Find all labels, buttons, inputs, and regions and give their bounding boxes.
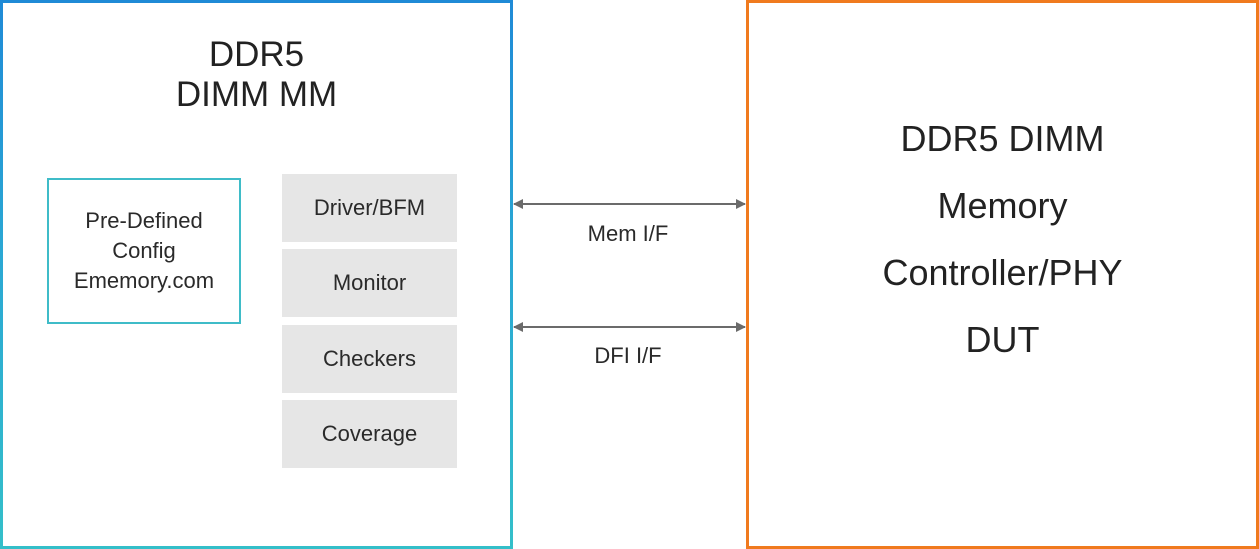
- mem-if-label: Mem I/F: [587, 221, 669, 246]
- title-line-dimm-mm: DIMM MM: [175, 75, 338, 114]
- checkers-module: Checkers: [282, 325, 457, 393]
- config-line-predefined: Pre-Defined: [85, 208, 203, 233]
- dfi-if-label: DFI I/F: [594, 343, 662, 368]
- monitor-module: Monitor: [282, 249, 457, 317]
- dut-line-ddr5-dimm: DDR5 DIMM: [900, 118, 1105, 159]
- dut-label: DDR5 DIMM Memory Controller/PHY DUT: [749, 105, 1256, 373]
- predefined-config-box: Pre-Defined Config Ememory.com: [47, 178, 241, 324]
- ddr5-dimm-mm-title: DDR5 DIMM MM: [3, 35, 510, 115]
- dut-line-memory: Memory: [937, 185, 1068, 226]
- driver-bfm-module: Driver/BFM: [282, 174, 457, 242]
- config-line-ememory: Ememory.com: [73, 268, 215, 293]
- title-line-ddr5: DDR5: [208, 35, 305, 74]
- dut-line-dut: DUT: [965, 319, 1040, 360]
- coverage-module: Coverage: [282, 400, 457, 468]
- dut-line-controller-phy: Controller/PHY: [882, 252, 1123, 293]
- dut-block: DDR5 DIMM Memory Controller/PHY DUT: [746, 0, 1259, 549]
- config-line-config: Config: [112, 238, 176, 263]
